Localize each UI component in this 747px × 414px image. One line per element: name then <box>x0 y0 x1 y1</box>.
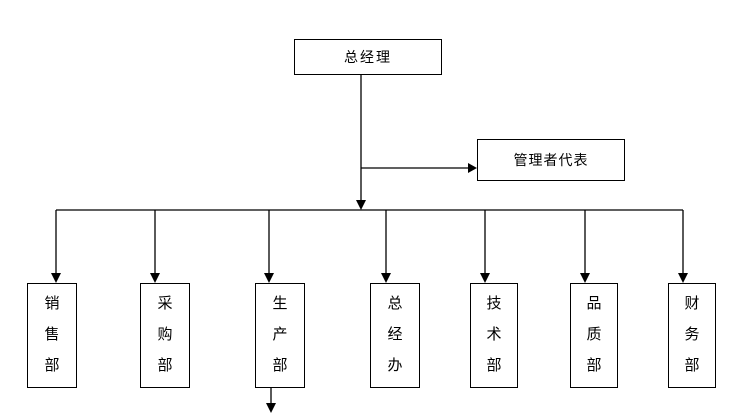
arrowhead-down-icon <box>480 273 490 283</box>
department-label: 采购部 <box>157 296 173 374</box>
department-box-sales: 销售部 <box>27 283 77 388</box>
arrowhead-down-icon <box>150 273 160 283</box>
root-box-general-manager: 总经理 <box>294 39 442 75</box>
department-box-technical: 技术部 <box>470 283 518 388</box>
arrowhead-down-icon <box>580 273 590 283</box>
department-box-finance: 财务部 <box>668 283 716 388</box>
arrowhead-down-icon <box>678 273 688 283</box>
arrowhead-right-icon <box>468 163 477 173</box>
management-representative-label: 管理者代表 <box>513 154 589 169</box>
root-box-label: 总经理 <box>344 51 392 66</box>
department-label: 技术部 <box>486 296 502 374</box>
department-box-production: 生产部 <box>255 283 305 388</box>
department-box-gm-office: 总经办 <box>370 283 420 388</box>
department-label: 总经办 <box>387 296 403 374</box>
arrowhead-down-icon <box>51 273 61 283</box>
department-label: 销售部 <box>44 296 60 374</box>
arrowhead-down-icon <box>266 403 276 413</box>
arrowhead-down-icon <box>356 200 366 210</box>
department-box-purchasing: 采购部 <box>140 283 190 388</box>
department-box-quality: 品质部 <box>570 283 618 388</box>
arrowhead-down-icon <box>264 273 274 283</box>
arrowhead-down-icon <box>381 273 391 283</box>
department-label: 财务部 <box>684 296 700 374</box>
management-representative-box: 管理者代表 <box>477 139 625 181</box>
department-label: 生产部 <box>272 296 288 374</box>
department-label: 品质部 <box>586 296 602 374</box>
